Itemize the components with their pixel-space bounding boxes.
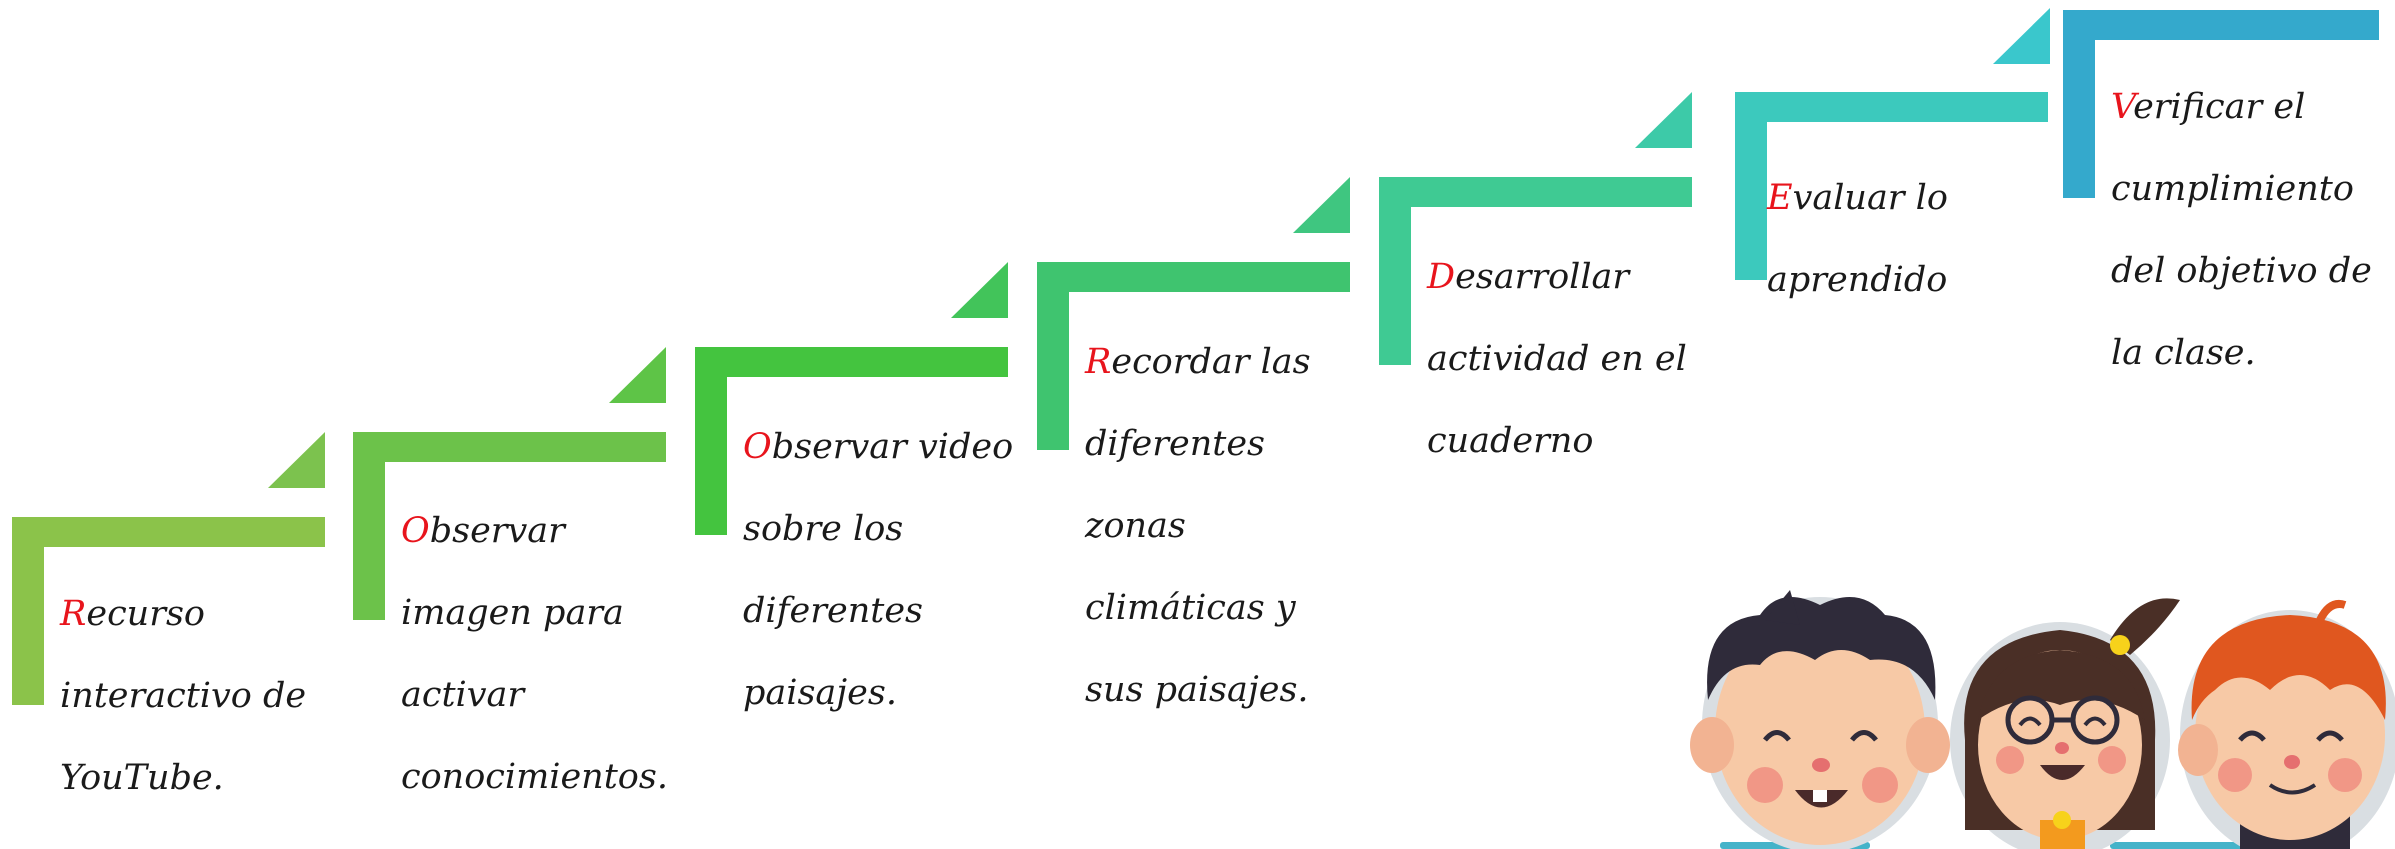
step-1-bracket bbox=[12, 517, 325, 705]
redhead-boy-face-icon bbox=[2178, 600, 2395, 849]
step-1-text: Recurso interactivo de YouTube. bbox=[60, 594, 307, 798]
step-7-initial: V bbox=[2111, 87, 2134, 127]
step-5-text: Desarrollar actividad en el cuaderno bbox=[1427, 257, 1687, 461]
step-7-bracket bbox=[2063, 10, 2379, 198]
step-7-text: Verificar el cumplimiento del objetivo d… bbox=[2111, 87, 2372, 373]
step-5-initial: D bbox=[1427, 257, 1456, 297]
step-6-arrow-tip bbox=[1993, 8, 2050, 64]
step-3-arrow-tip bbox=[951, 262, 1008, 318]
step-1-initial: R bbox=[60, 594, 87, 634]
step-4-arrow-tip bbox=[1293, 177, 1350, 233]
step-5-bracket bbox=[1379, 177, 1692, 365]
step-6-initial: E bbox=[1767, 178, 1793, 218]
step-4-text: Recordar las diferentes zonas climáticas… bbox=[1085, 342, 1311, 710]
girl-face-icon bbox=[1950, 598, 2180, 849]
step-3-bracket bbox=[695, 347, 1008, 535]
step-2-arrow-tip bbox=[609, 347, 666, 403]
step-2-bracket bbox=[353, 432, 666, 620]
children-illustration bbox=[1690, 590, 2395, 849]
boy-face-icon bbox=[1690, 590, 1950, 849]
step-2-text: Observar imagen para activar conocimient… bbox=[401, 511, 668, 797]
step-5-arrow-tip bbox=[1635, 92, 1692, 148]
step-3-initial: O bbox=[743, 427, 772, 467]
step-6-text: Evaluar lo aprendido bbox=[1767, 178, 1948, 300]
step-3-text: Observar video sobre los diferentes pais… bbox=[743, 427, 1014, 713]
step-6-bracket bbox=[1735, 92, 2048, 280]
step-2-initial: O bbox=[401, 511, 430, 551]
step-4-bracket bbox=[1037, 262, 1350, 450]
step-4-initial: R bbox=[1085, 342, 1112, 382]
step-1-arrow-tip bbox=[268, 432, 325, 488]
